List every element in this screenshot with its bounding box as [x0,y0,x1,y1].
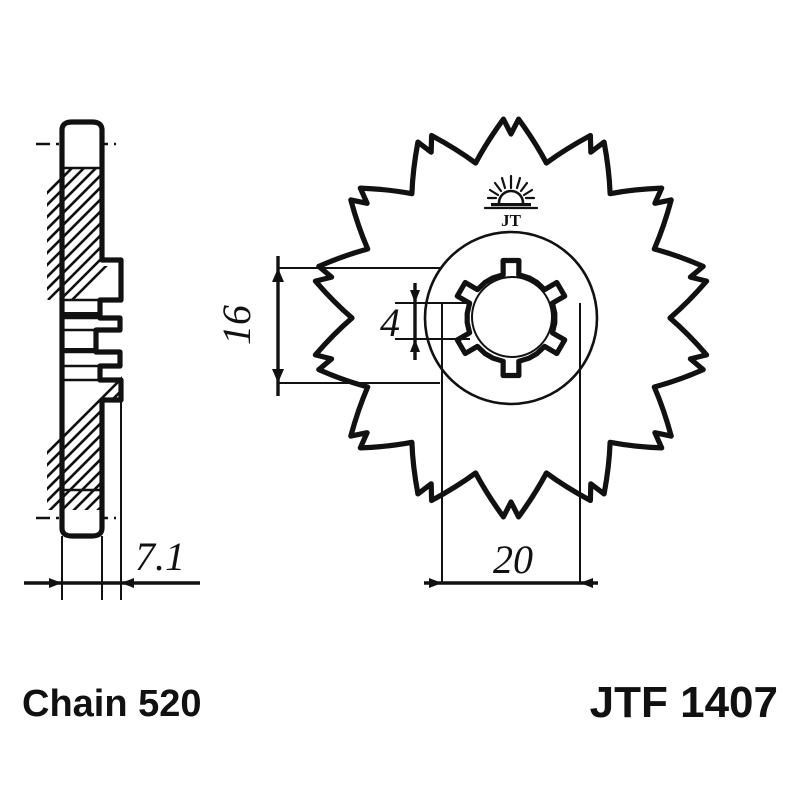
dim16-arrow-top [272,268,284,282]
dim16-arrow-bottom [272,369,284,383]
dim4-arrow-top [410,290,420,303]
dim20-text: 20 [493,537,533,582]
section-band-upper [62,312,102,318]
dimension-16: 16 [214,256,440,396]
section-projection-lines [61,400,122,600]
section-view-group [36,119,124,600]
chain-label: Chain 520 [22,683,202,725]
section-band-lower [62,348,98,353]
sprocket-front-view [312,116,710,520]
dimension-20: 20 [424,303,598,588]
section-hatch-lower [47,362,122,510]
section-hatch-upper [47,168,122,300]
dimension-71: 7.1 [24,534,200,588]
dim20-arrow-left [429,578,442,588]
dim71-text: 7.1 [135,534,185,579]
dim71-arrow-left [49,578,62,588]
sunrise-rays-icon [486,174,536,200]
dimension-4: 4 [380,283,470,360]
jt-sunrise-logo: JT [483,174,539,230]
jt-monogram: JT [501,211,522,230]
dim71-arrow-right [121,578,134,588]
horizon-bar-icon [491,203,531,207]
hub-circle [423,230,599,406]
bore-inner-circle [471,276,553,358]
part-number-label: JTF 1407 [590,678,778,727]
dim4-text: 4 [380,300,400,345]
dim4-arrow-bottom [410,339,420,352]
dim16-text: 16 [214,305,259,345]
sun-dome-icon [497,189,525,205]
dim20-arrow-right [580,578,593,588]
